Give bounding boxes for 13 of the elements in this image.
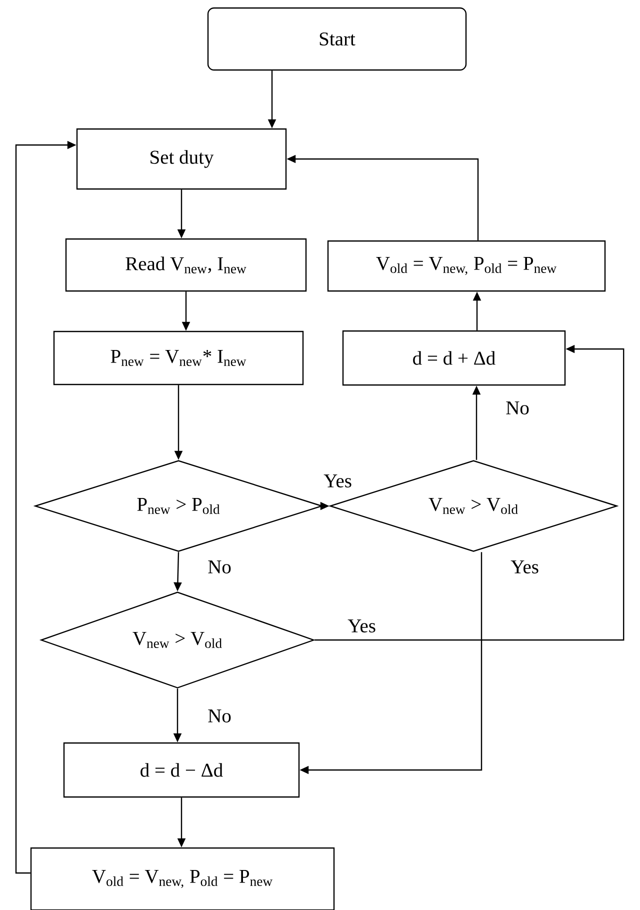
process-box: d = d − Δd: [63, 742, 300, 798]
process-box: Set duty: [76, 128, 287, 190]
process-box: P$_{new}$ = V$_{new}$* I$_{new}$: [53, 330, 304, 386]
edge-label: Yes: [510, 560, 540, 574]
process-box: V$_{old}$ = V$_{new,}$ P$_{old}$ = P$_{new}$: [327, 240, 606, 292]
process-box: Read V$_{new}$, I$_{new}$: [65, 238, 307, 292]
edge-label: No: [206, 708, 232, 724]
edge-label: No: [206, 560, 232, 574]
process-box: V$_{old}$ = V$_{new,}$ P$_{old}$ = P$_{new}$: [30, 847, 335, 910]
edge-label: Yes: [346, 618, 377, 634]
edge-label: No: [504, 400, 530, 416]
process-box: d = d + Δd: [342, 330, 566, 386]
start-box: Start: [207, 7, 467, 71]
